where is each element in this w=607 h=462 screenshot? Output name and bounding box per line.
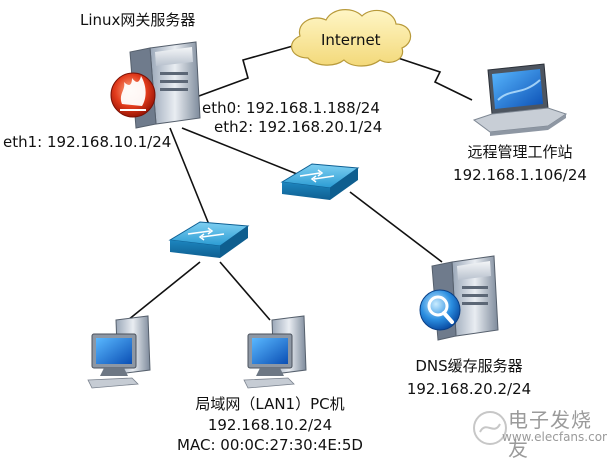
link-internet-remote xyxy=(397,57,473,101)
link-gateway-internet xyxy=(187,43,301,101)
pc-name: 局域网（LAN1）PC机 xyxy=(195,395,345,413)
pc-ip: 192.168.10.2/24 xyxy=(207,416,333,434)
link-switch-right-dns xyxy=(349,191,443,263)
link-switch-left-pc2 xyxy=(219,261,271,321)
switch-left-icon xyxy=(168,221,250,258)
gateway-title: Linux网关服务器 xyxy=(80,11,196,29)
watermark-logo-icon xyxy=(473,411,507,445)
gateway-eth1: eth1: 192.168.10.1/24 xyxy=(3,133,172,151)
link-gateway-switch-right xyxy=(181,127,313,181)
link-switch-left-pc1 xyxy=(127,261,201,321)
link-gateway-switch-left xyxy=(169,127,213,233)
remote-laptop-icon xyxy=(472,63,568,136)
remote-ip: 192.168.1.106/24 xyxy=(453,166,587,184)
connection-lines xyxy=(127,43,473,321)
internet-label: Internet xyxy=(321,31,381,49)
gateway-eth2: eth2: 192.168.20.1/24 xyxy=(214,118,383,136)
dns-server-icon xyxy=(419,255,499,341)
internet-cloud xyxy=(291,9,412,67)
lan-pc-2-icon xyxy=(243,315,307,389)
linux-gateway-server-icon xyxy=(110,41,201,129)
lan-pc-1-icon xyxy=(87,315,151,389)
watermark-line2: www.elecfans.com xyxy=(502,430,607,444)
dns-name: DNS缓存服务器 xyxy=(415,357,523,375)
watermark: 电子发烧友 www.elecfans.com xyxy=(472,404,607,461)
remote-name: 远程管理工作站 xyxy=(467,143,573,161)
dns-ip: 192.168.20.2/24 xyxy=(406,380,532,398)
pc-mac: MAC: 00:0C:27:30:4E:5D xyxy=(177,436,363,454)
gateway-eth0: eth0: 192.168.1.188/24 xyxy=(202,99,380,117)
watermark-line1: 电子发烧友 xyxy=(508,408,592,461)
switch-right-icon xyxy=(280,163,360,200)
